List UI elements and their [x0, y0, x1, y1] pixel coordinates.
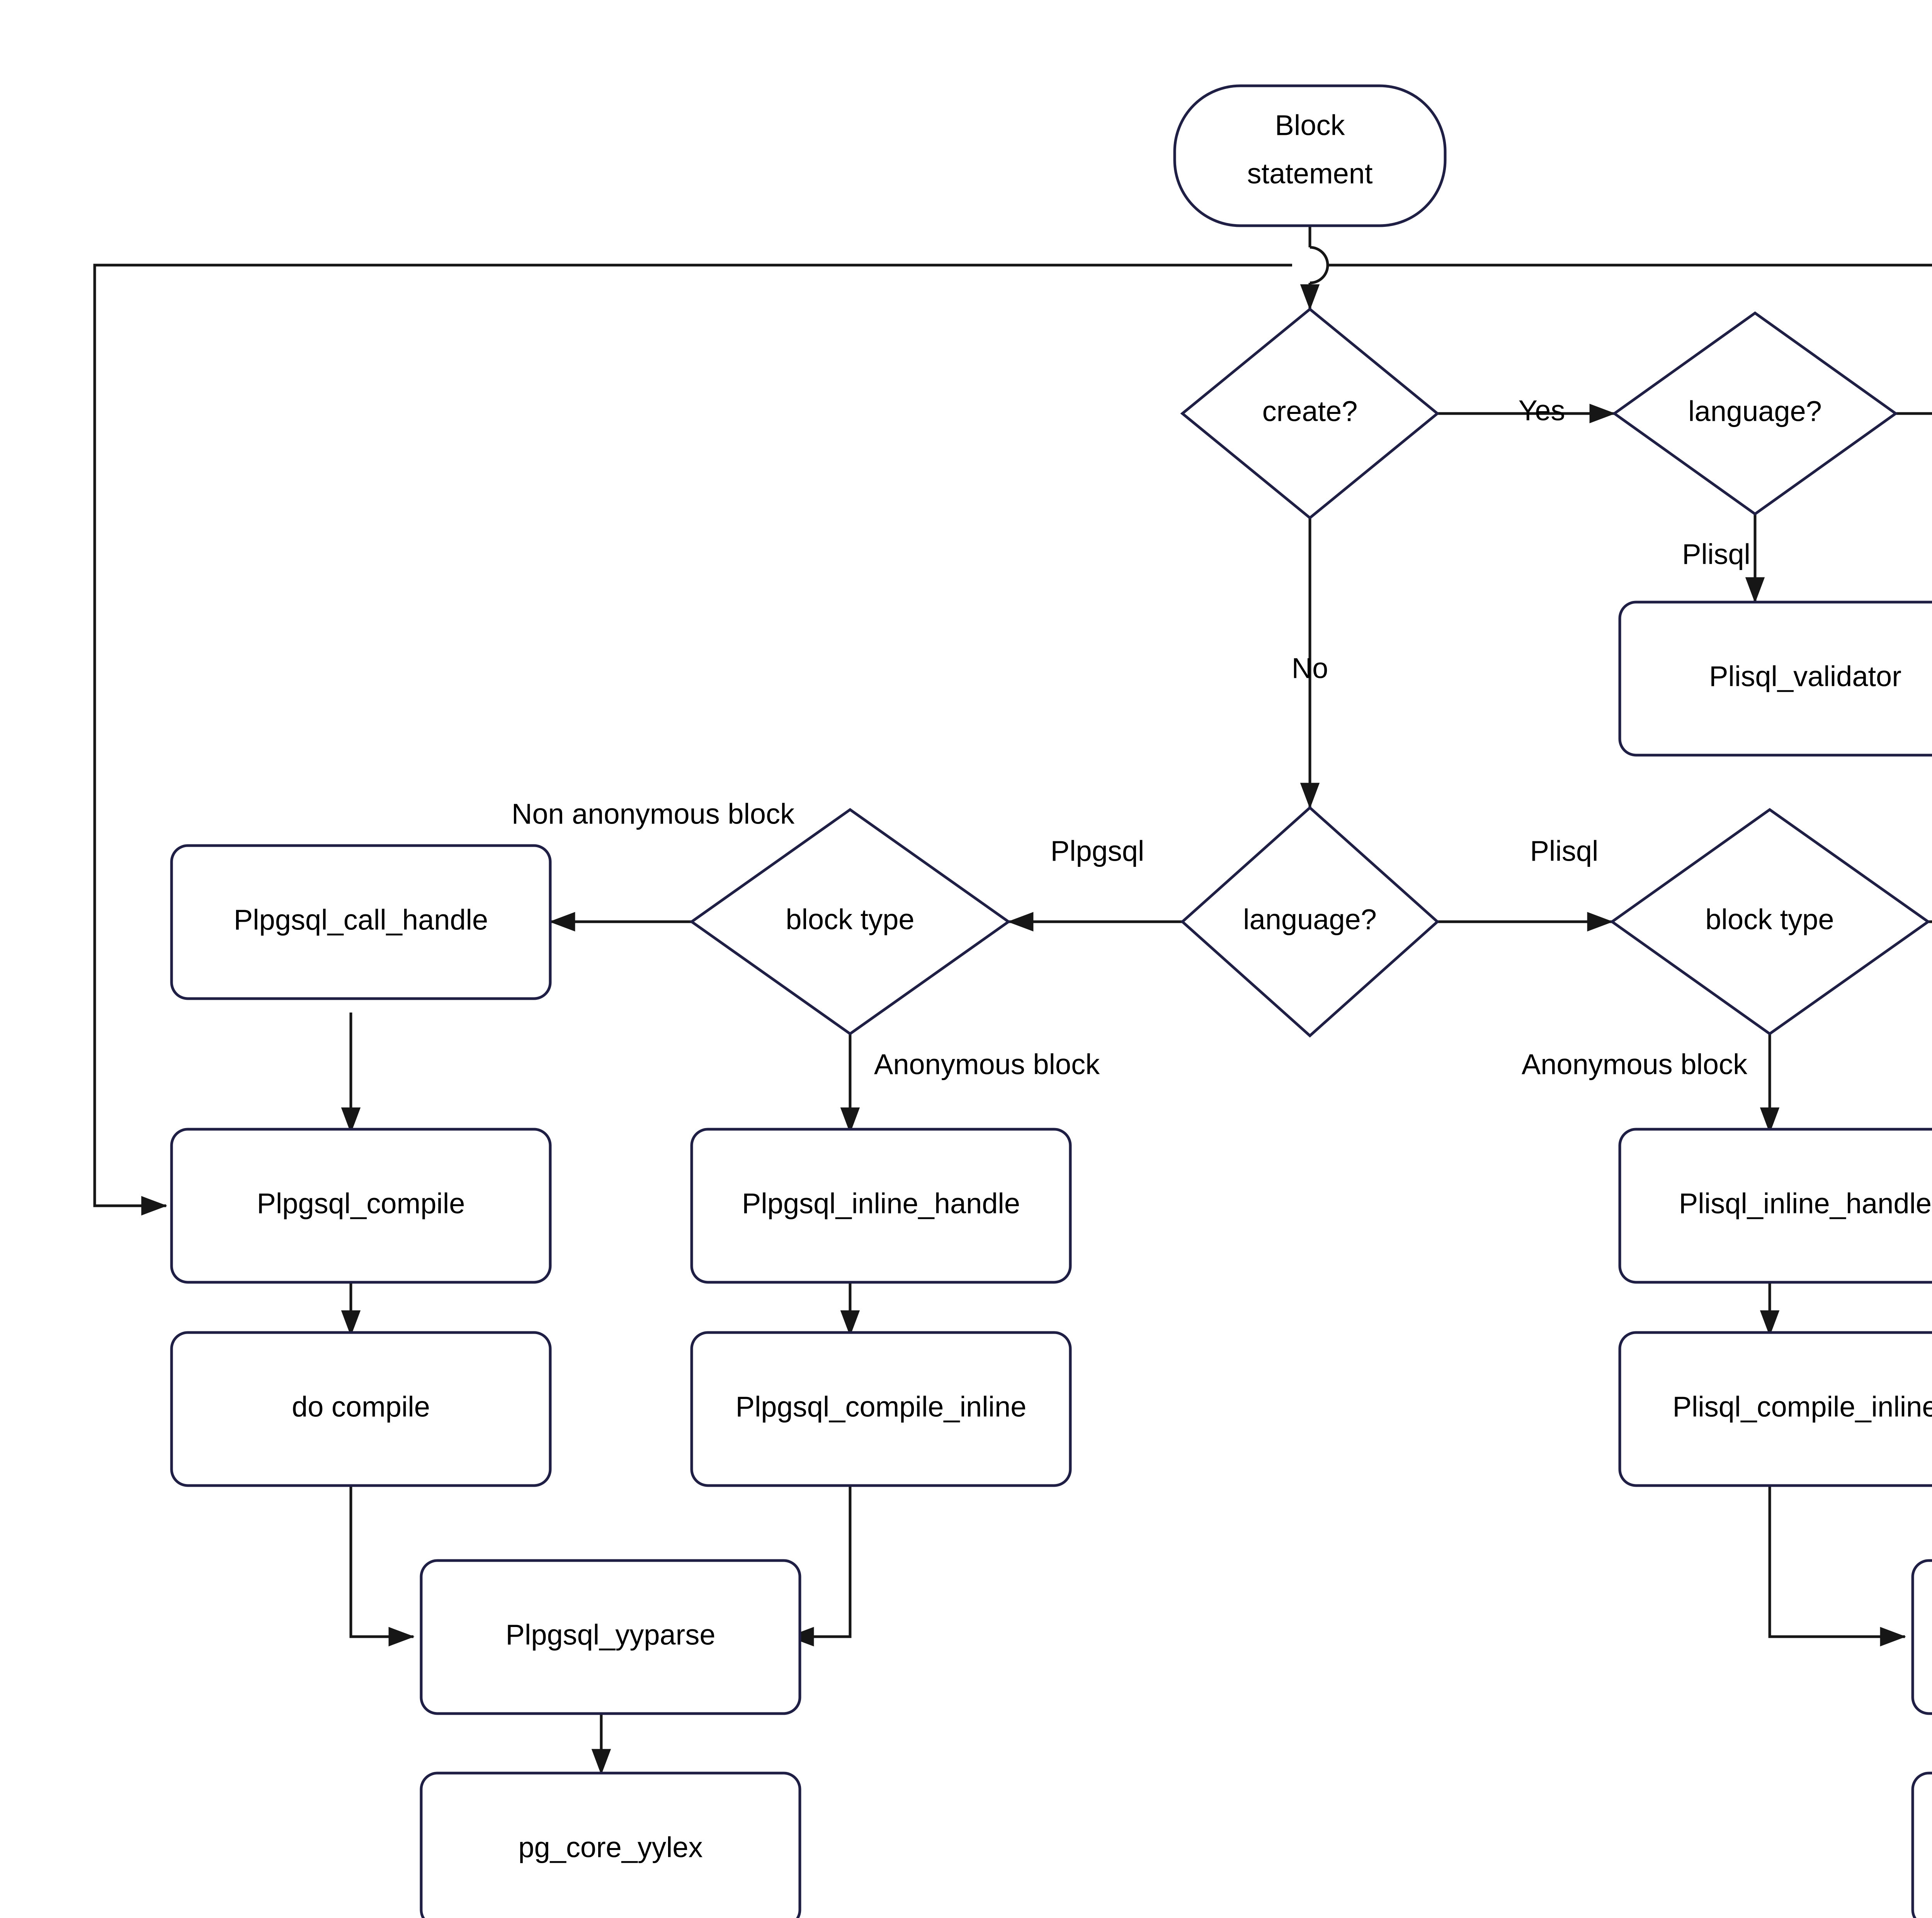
node-create-question-label: create? — [1262, 395, 1358, 427]
edge-do-compile-left-to-plpgsql-yyparse — [349, 1461, 415, 1647]
node-plpgsql-inline-handle-label: Plpgsql_inline_handle — [742, 1188, 1020, 1220]
edge-top-bus-right — [1328, 264, 1932, 267]
node-plpgsql-inline-handle[interactable]: Plpgsql_inline_handle — [690, 1128, 1072, 1284]
node-language-question-top[interactable]: language? — [1612, 311, 1898, 516]
node-block-statement-label-line1: Block — [1275, 109, 1345, 141]
node-create-question[interactable]: create? — [1180, 307, 1440, 520]
edge-top-bus-left-loop — [93, 264, 1292, 1216]
node-plpgsql-call-handle[interactable]: Plpgsql_call_handle — [170, 844, 552, 1000]
node-block-statement[interactable]: Block statement — [1173, 84, 1447, 227]
node-plisql-compile-inline-label: Plisql_compile_inline — [1673, 1391, 1932, 1423]
node-plisql-inline-handle[interactable]: Plisql_inline_handle — [1618, 1128, 1932, 1284]
edge-label-anonymous-right: Anonymous block — [1522, 1048, 1748, 1081]
node-pg-core-yylex-label: pg_core_yylex — [518, 1831, 702, 1864]
node-do-compile-left-label: do compile — [292, 1391, 430, 1423]
node-plpgsql-compile[interactable]: Plpgsql_compile — [170, 1128, 552, 1284]
node-block-type-right-label: block type — [1705, 904, 1834, 936]
node-pg-core-yylex[interactable]: pg_core_yylex — [420, 1772, 801, 1918]
node-block-type-left-label: block type — [786, 904, 914, 936]
edge-label-no: No — [1292, 652, 1328, 684]
edge-label-plisql-mid: Plisql — [1530, 835, 1599, 867]
node-plpgsql-compile-label: Plpgsql_compile — [257, 1188, 465, 1220]
edge-plpgsql-compile-inline-to-plpgsql-yyparse — [788, 1461, 852, 1647]
node-plisql-validator[interactable]: Plisql_validator — [1618, 601, 1932, 757]
edge-label-plpgsql-mid: Plpgsql — [1051, 835, 1145, 867]
node-ora-core-yylex[interactable]: ora_core_yylex — [1911, 1772, 1932, 1918]
node-language-question-top-label: language? — [1688, 395, 1822, 427]
node-language-question-mid-label: language? — [1243, 904, 1377, 936]
node-plpgsql-yyparse-label: Plpgsql_yyparse — [506, 1619, 716, 1651]
node-plisql-inline-handle-label: Plisql_inline_handle — [1679, 1188, 1932, 1220]
node-plisql-yyparse[interactable]: Plisql_yyparse — [1911, 1559, 1932, 1715]
node-block-statement-label-line2: statement — [1247, 158, 1373, 190]
edge-start-to-create — [1310, 226, 1328, 309]
edge-label-layer: Yes No Plpgsql Plisql Plpgsql Plisql Non… — [512, 395, 1750, 1081]
edge-label-non-anonymous-left: Non anonymous block — [512, 798, 795, 830]
edge-plisql-compile-inline-to-plisql-yyparse — [1768, 1461, 1906, 1647]
node-plisql-compile-inline[interactable]: Plisql_compile_inline — [1618, 1331, 1932, 1487]
edge-label-yes: Yes — [1519, 395, 1565, 427]
node-plpgsql-compile-inline[interactable]: Plpgsql_compile_inline — [690, 1331, 1072, 1487]
node-plpgsql-call-handle-label: Plpgsql_call_handle — [234, 904, 488, 936]
node-plisql-validator-label: Plisql_validator — [1709, 660, 1901, 693]
node-block-type-right[interactable]: block type — [1609, 808, 1931, 1036]
node-do-compile-left[interactable]: do compile — [170, 1331, 552, 1487]
edge-label-plisql-top: Plisql — [1682, 538, 1750, 570]
node-block-type-left[interactable]: block type — [689, 808, 1011, 1036]
node-plpgsql-yyparse[interactable]: Plpgsql_yyparse — [420, 1559, 801, 1715]
node-language-question-mid[interactable]: language? — [1180, 806, 1440, 1038]
edge-label-anonymous-left: Anonymous block — [874, 1048, 1100, 1081]
node-plpgsql-compile-inline-label: Plpgsql_compile_inline — [736, 1391, 1027, 1423]
